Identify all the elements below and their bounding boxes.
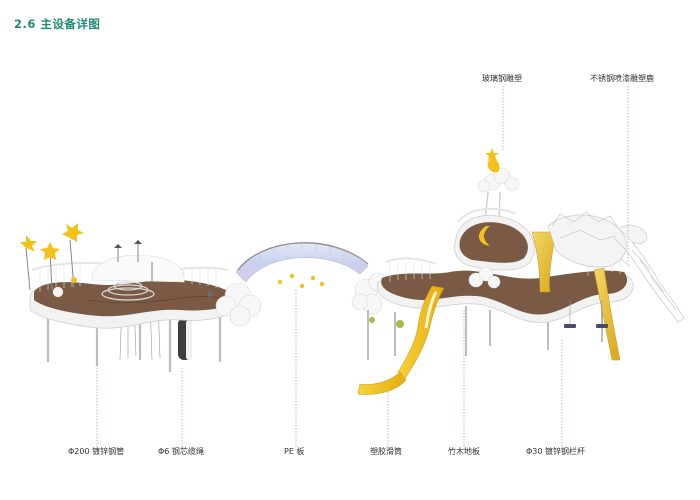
label-plastic-slide-tube: 塑胶滑筒 [370, 447, 402, 456]
moon-icon [478, 226, 490, 246]
pinwheel-icon [20, 235, 37, 291]
right-platform [357, 148, 685, 395]
label-stainless-deer-sculpture: 不锈钢喷漆雕塑鹿 [590, 74, 654, 83]
cloud-star-sculpture [477, 148, 520, 193]
label-glass-steel-sculpture: 玻璃钢雕塑 [482, 74, 522, 83]
leader-lines [96, 86, 629, 452]
star-icon [40, 242, 60, 291]
label-galvanized-pipe: Φ200 镀锌钢管 [68, 447, 125, 456]
page-title: 2.6 主设备详图 [14, 17, 101, 31]
rainbow-bridge [215, 241, 388, 327]
label-pe-board: PE 板 [284, 447, 305, 456]
yellow-slide-tube [357, 285, 445, 395]
label-galvanized-railing: Φ30 镀锌钢栏杆 [526, 447, 586, 456]
left-platform [20, 223, 239, 372]
label-bamboo-floor: 竹木地板 [448, 447, 480, 456]
label-steel-core-rope: Φ6 钢芯缆绳 [158, 447, 204, 456]
hanging-stars [277, 273, 325, 289]
deer-sculpture [547, 211, 685, 323]
